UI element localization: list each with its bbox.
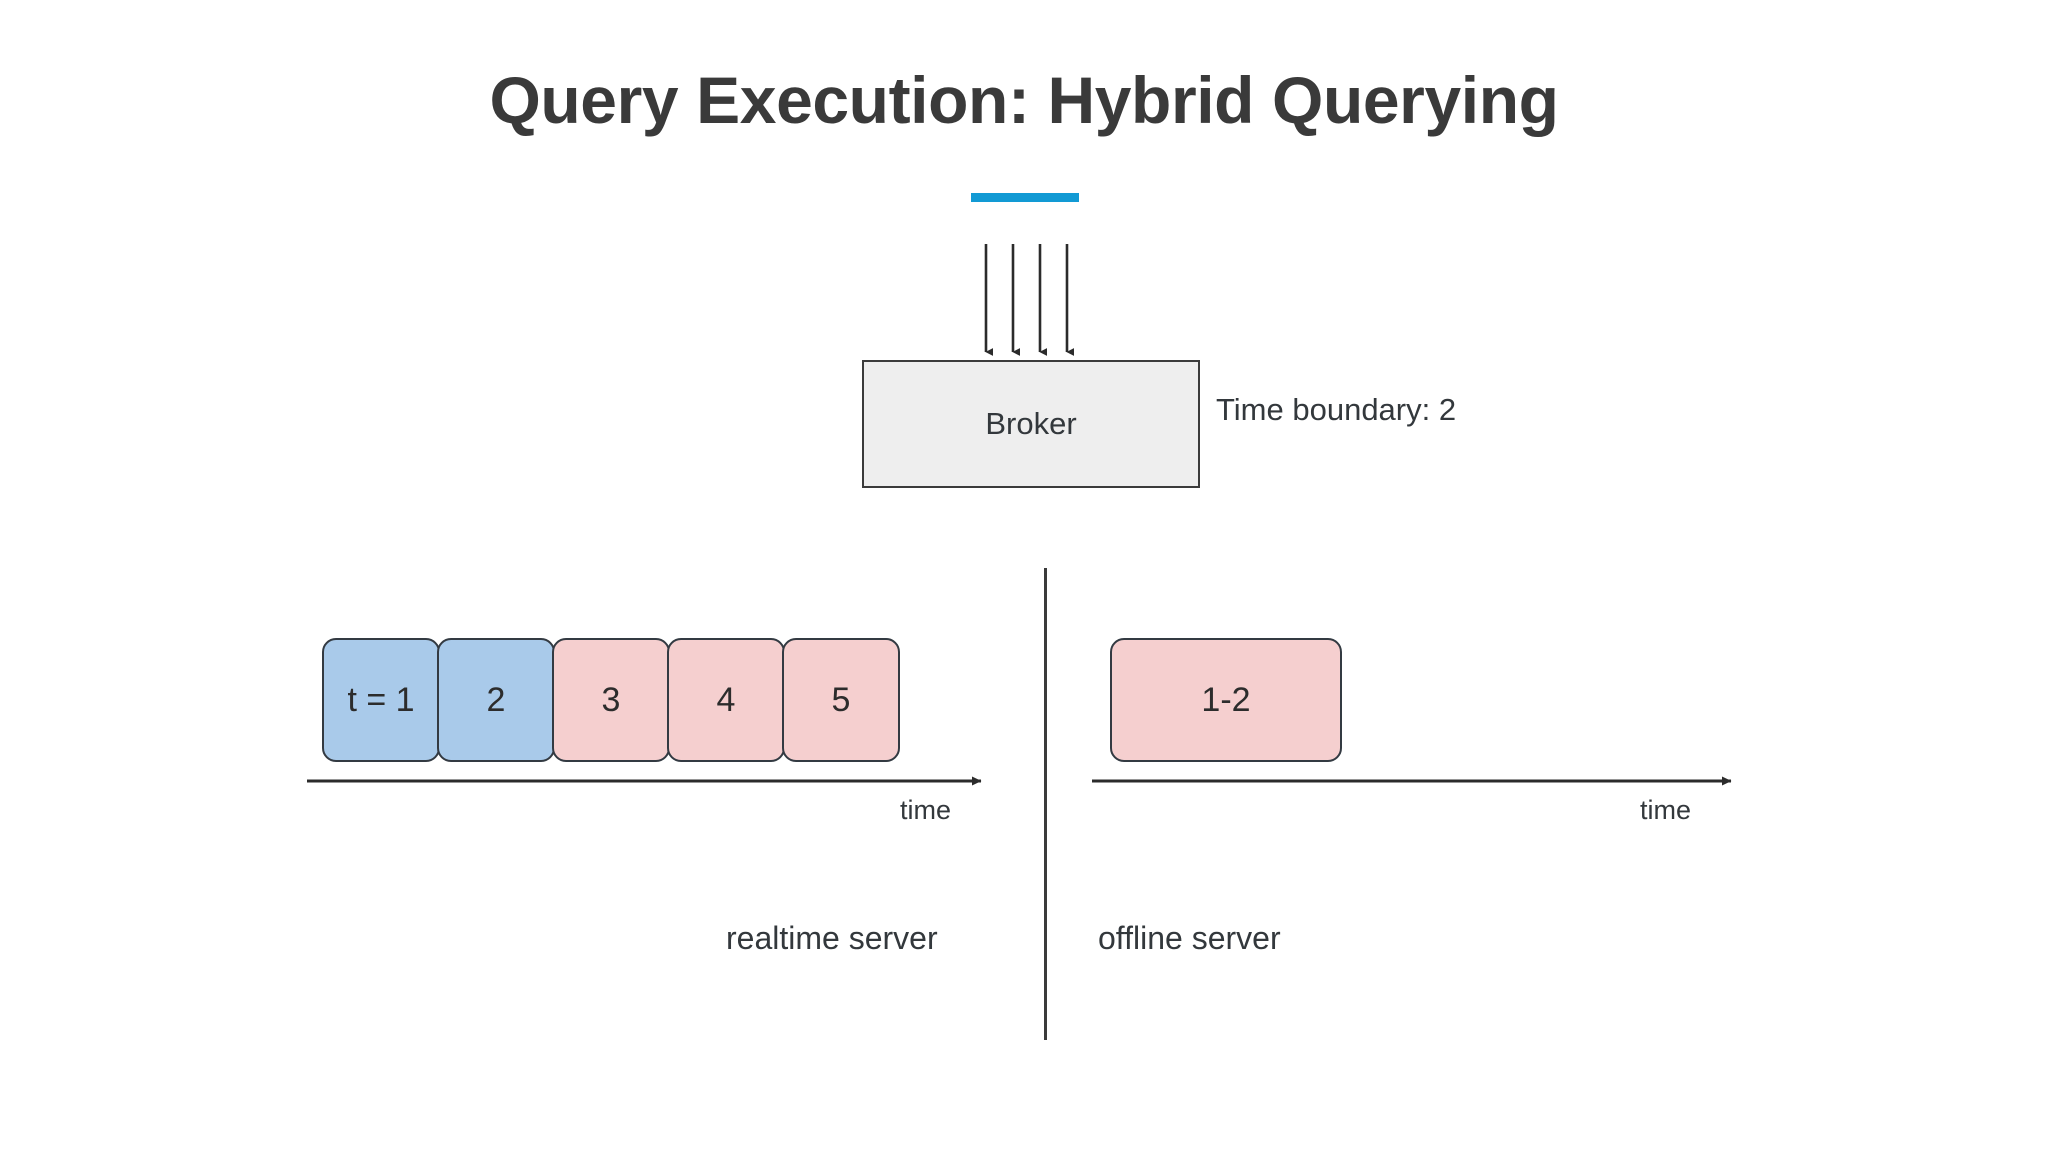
segment-box[interactable]: 5	[782, 638, 900, 762]
realtime-server-caption: realtime server	[726, 920, 938, 956]
segment-box[interactable]: 2	[437, 638, 555, 762]
segment-label: 3	[601, 680, 621, 719]
offline-segment-row: 1-2	[1110, 638, 1342, 762]
segment-box[interactable]: 1-2	[1110, 638, 1342, 762]
segment-box[interactable]: t = 1	[322, 638, 440, 762]
segment-box[interactable]: 3	[552, 638, 670, 762]
segment-label: t = 1	[347, 680, 415, 719]
time-boundary-annotation: Time boundary: 2	[1216, 392, 1457, 427]
segment-label: 2	[486, 680, 506, 719]
title-accent-rule	[971, 193, 1079, 202]
segment-label: 4	[716, 680, 736, 719]
realtime-segment-row: t = 1 2 3 4 5	[322, 638, 900, 762]
incoming-query-arrows-icon	[960, 238, 1100, 366]
segment-label: 1-2	[1201, 680, 1251, 719]
offline-timeline-axis: time	[1090, 765, 1745, 825]
broker-node: Broker	[862, 360, 1200, 488]
segment-label: 5	[831, 680, 851, 719]
server-divider	[1044, 568, 1047, 1040]
realtime-timeline-axis: time	[305, 765, 995, 825]
segment-box[interactable]: 4	[667, 638, 785, 762]
page-title: Query Execution: Hybrid Querying	[489, 63, 1559, 137]
timeline-axis-label: time	[1640, 795, 1692, 825]
offline-server-caption: offline server	[1098, 920, 1281, 956]
broker-label: Broker	[985, 406, 1077, 441]
timeline-axis-label: time	[900, 795, 952, 825]
